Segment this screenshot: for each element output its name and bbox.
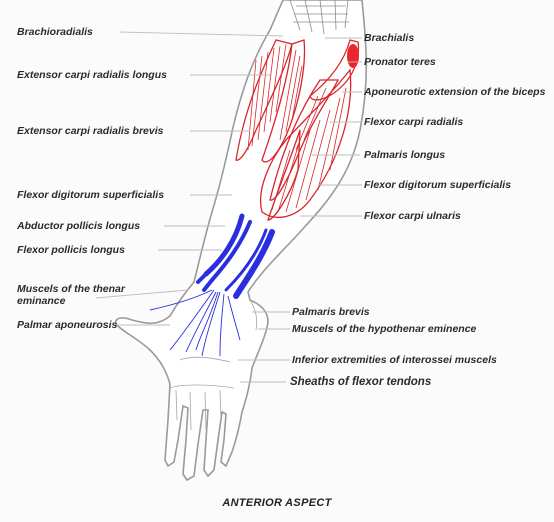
diagram-caption: ANTERIOR ASPECT (222, 497, 332, 509)
label-brachioradialis: Brachioradialis (17, 26, 93, 38)
hand-sketch (169, 299, 258, 431)
label-hypothenar-eminence: Muscels of the hypothenar eminence (292, 323, 477, 335)
label-abductor-pollicis-longus: Abductor pollicis longus (17, 220, 141, 232)
brachioradialis-muscle (235, 39, 293, 161)
label-thenar-eminence: Muscels of the thenar eminance (17, 283, 125, 307)
flexor-carpi-radialis-muscle (269, 79, 340, 201)
palmaris-longus-muscle (267, 129, 301, 221)
label-flexor-carpi-ulnaris: Flexor carpi ulnaris (364, 210, 461, 222)
label-palmaris-longus: Palmaris longus (364, 149, 446, 161)
label-palmar-aponeurosis: Palmar aponeurosis (17, 319, 118, 331)
palm-tendon-fan (149, 289, 241, 357)
flexor-tendons (196, 213, 275, 299)
label-flexor-carpi-radialis: Flexor carpi radialis (364, 116, 464, 128)
label-flexor-digitorum-superficialis-right: Flexor digitorum superficialis (364, 179, 512, 191)
pronator-teres-highlight (347, 44, 359, 68)
upper-arm-sketch (289, 0, 349, 35)
leader-lines (95, 31, 362, 383)
label-flexor-digitorum-superficialis-left: Flexor digitorum superficialis (17, 189, 165, 201)
label-extensor-carpi-radialis-longus: Extensor carpi radialis longus (17, 69, 167, 81)
label-flexor-tendon-sheaths: Sheaths of flexor tendons (290, 376, 432, 388)
label-palmaris-brevis: Palmaris brevis (292, 306, 370, 318)
label-pronator-teres: Pronator teres (364, 56, 436, 68)
muscle-hatching (247, 43, 347, 213)
label-interossei-extremities: Inferior extremities of interossei musce… (292, 354, 497, 366)
muscles-red (235, 39, 360, 221)
label-flexor-pollicis-longus: Flexor pollicis longus (17, 244, 125, 256)
flexor-carpi-ulnaris-muscle (260, 68, 352, 218)
label-aponeurotic-extension-biceps: Aponeurotic extension of the biceps (364, 86, 546, 98)
label-extensor-carpi-radialis-brevis: Extensor carpi radialis brevis (17, 125, 164, 137)
label-brachialis: Brachialis (364, 32, 415, 44)
